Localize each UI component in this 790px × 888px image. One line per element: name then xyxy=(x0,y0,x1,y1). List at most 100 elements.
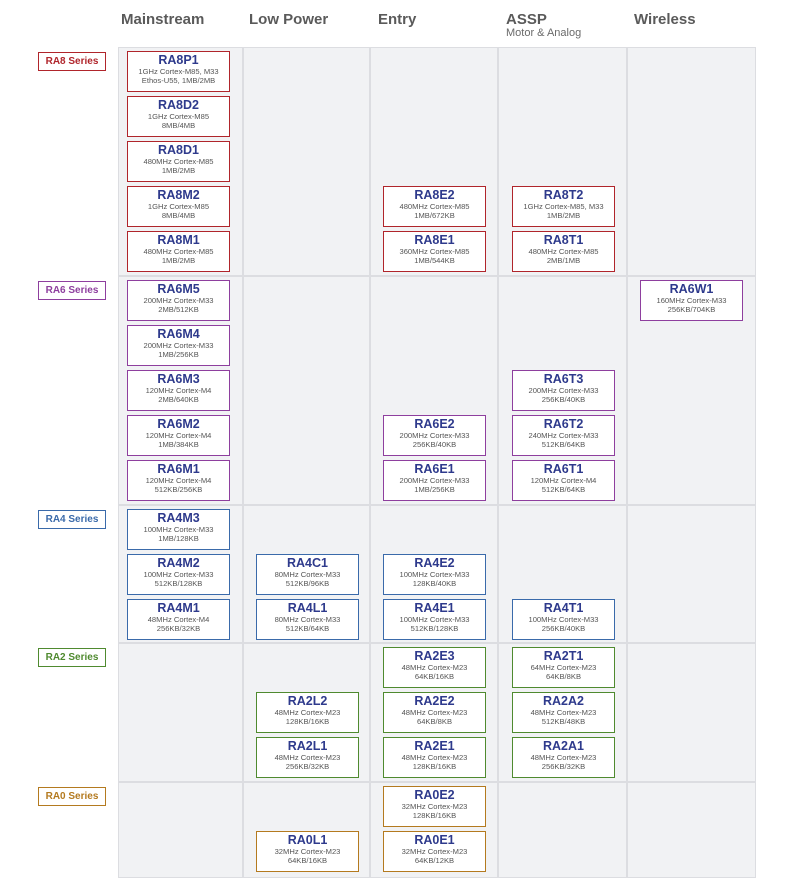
device-name: RA8T1 xyxy=(543,233,584,247)
device-name: RA4T1 xyxy=(543,601,584,615)
device-spec-line: 200MHz Cortex-M33 xyxy=(399,476,470,485)
device-spec-line: 512KB/64KB xyxy=(541,485,586,494)
device-spec-line: 480MHz Cortex-M85 xyxy=(399,202,470,211)
device-spec-line: 48MHz Cortex-M23 xyxy=(274,753,341,762)
device-name: RA2L2 xyxy=(287,694,328,708)
column-title: Low Power xyxy=(249,11,329,28)
device-spec-line: 80MHz Cortex-M33 xyxy=(274,615,341,624)
grid-cell xyxy=(627,505,756,643)
device-spec-line: 256KB/704KB xyxy=(667,305,716,314)
device-spec-line: 48MHz Cortex-M23 xyxy=(401,708,468,717)
device-spec-line: 48MHz Cortex-M23 xyxy=(401,753,468,762)
device-spec-line: 1MB/2MB xyxy=(546,211,581,220)
device-name: RA4L1 xyxy=(287,601,328,615)
column-title: Wireless xyxy=(634,11,696,28)
device-spec-line: 48MHz Cortex-M23 xyxy=(274,708,341,717)
device-spec-line: 1GHz Cortex-M85 xyxy=(147,202,210,211)
device-spec-line: 48MHz Cortex-M23 xyxy=(401,663,468,672)
device-spec-line: 1MB/2MB xyxy=(161,256,196,265)
grid-cell xyxy=(627,643,756,782)
device-spec-line: 1MB/256KB xyxy=(414,485,455,494)
device-name: RA8M1 xyxy=(157,233,200,247)
device-spec-line: 120MHz Cortex-M4 xyxy=(145,476,212,485)
device-name: RA8D1 xyxy=(158,143,199,157)
device-spec-line: 1MB/544KB xyxy=(414,256,455,265)
device-spec-line: 100MHz Cortex-M33 xyxy=(399,615,470,624)
device-spec-line: 64KB/8KB xyxy=(416,717,453,726)
device-name: RA2E1 xyxy=(414,739,455,753)
series-label-ra6-series: RA6 Series xyxy=(38,281,106,300)
device-spec-line: 64KB/16KB xyxy=(287,856,328,865)
device-name: RA0E1 xyxy=(414,833,455,847)
device-spec-line: 64KB/8KB xyxy=(545,672,582,681)
device-name: RA2L1 xyxy=(287,739,328,753)
device-spec-line: 256KB/32KB xyxy=(156,624,201,633)
device-name: RA2A1 xyxy=(543,739,584,753)
device-name: RA8T2 xyxy=(543,188,584,202)
device-spec-line: 512KB/64KB xyxy=(285,624,330,633)
device-name: RA4M1 xyxy=(157,601,200,615)
device-spec-line: 1GHz Cortex-M85, M33 xyxy=(138,67,219,76)
device-name: RA2A2 xyxy=(543,694,584,708)
device-name: RA2E3 xyxy=(414,649,455,663)
column-subtitle: Motor & Analog xyxy=(506,27,582,39)
grid-cell xyxy=(118,643,243,782)
device-spec-line: Ethos-U55, 1MB/2MB xyxy=(141,76,216,85)
device-name: RA6W1 xyxy=(669,282,714,296)
column-title: Entry xyxy=(378,11,417,28)
device-spec-line: 256KB/32KB xyxy=(285,762,330,771)
device-spec-line: 200MHz Cortex-M33 xyxy=(399,431,470,440)
device-spec-line: 1GHz Cortex-M85, M33 xyxy=(523,202,604,211)
column-title: Mainstream xyxy=(121,11,205,28)
device-name: RA8E1 xyxy=(414,233,455,247)
device-spec-line: 120MHz Cortex-M4 xyxy=(145,431,212,440)
column-header-entry: Entry xyxy=(378,12,416,28)
series-label-ra8-series: RA8 Series xyxy=(38,52,106,71)
device-spec-line: 2MB/512KB xyxy=(158,305,199,314)
device-spec-line: 8MB/4MB xyxy=(161,121,196,130)
device-name: RA4M3 xyxy=(157,511,200,525)
device-spec-line: 100MHz Cortex-M33 xyxy=(399,570,470,579)
device-spec-line: 512KB/64KB xyxy=(541,440,586,449)
